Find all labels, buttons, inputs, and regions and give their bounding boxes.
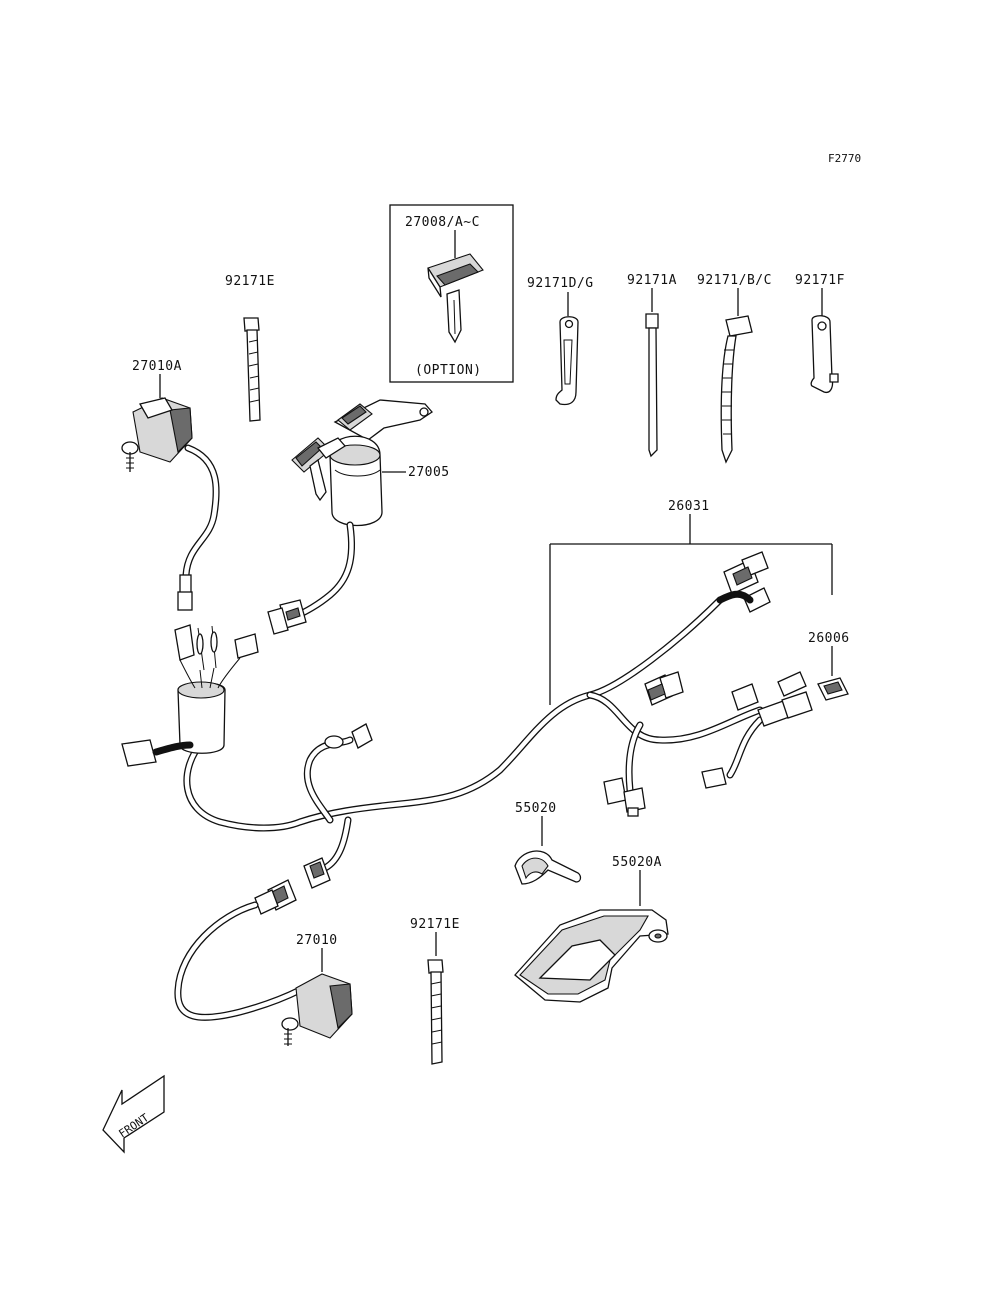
switch-27010: 27010 bbox=[174, 879, 353, 1046]
callout-92171DG: 92171D/G bbox=[527, 276, 594, 291]
cable-tie-92171F: 92171F bbox=[795, 273, 845, 394]
cable-tie-92171BC: 92171/B/C bbox=[697, 273, 772, 464]
callout-26031: 26031 bbox=[668, 499, 710, 514]
key-27008 bbox=[427, 253, 484, 344]
callout-55020: 55020 bbox=[515, 801, 557, 816]
callout-92171BC: 92171/B/C bbox=[697, 273, 772, 288]
key-option-box: 27008/A~C (OPTION) bbox=[389, 204, 514, 383]
cable-tie-92171E-top: 92171E bbox=[225, 274, 275, 422]
ignition-switch-27005: 27005 bbox=[267, 399, 450, 635]
option-label: (OPTION) bbox=[415, 363, 482, 378]
figure-code: F2770 bbox=[828, 152, 861, 165]
cover-55020: 55020 bbox=[514, 801, 582, 885]
main-harness-26031: 26031 bbox=[121, 499, 833, 889]
callout-92171E-bottom: 92171E bbox=[410, 917, 460, 932]
cable-tie-92171E-bottom: 92171E bbox=[410, 917, 460, 1065]
callout-27010: 27010 bbox=[296, 933, 338, 948]
cable-tie-92171A: 92171A bbox=[627, 273, 677, 458]
cover-55020A: 55020A bbox=[514, 855, 669, 1003]
callout-26006: 26006 bbox=[808, 631, 850, 646]
callout-92171A: 92171A bbox=[627, 273, 677, 288]
fuse-26006: 26006 bbox=[808, 631, 850, 701]
callout-27005: 27005 bbox=[408, 465, 450, 480]
callout-27008: 27008/A~C bbox=[405, 215, 480, 230]
callout-92171F: 92171F bbox=[795, 273, 845, 288]
callout-27010A: 27010A bbox=[132, 359, 182, 374]
front-arrow: FRONT bbox=[102, 1074, 165, 1154]
cable-tie-92171DG: 92171D/G bbox=[527, 276, 594, 406]
callout-92171E-top: 92171E bbox=[225, 274, 275, 289]
callout-55020A: 55020A bbox=[612, 855, 662, 870]
switch-27010A: 27010A bbox=[121, 359, 220, 611]
